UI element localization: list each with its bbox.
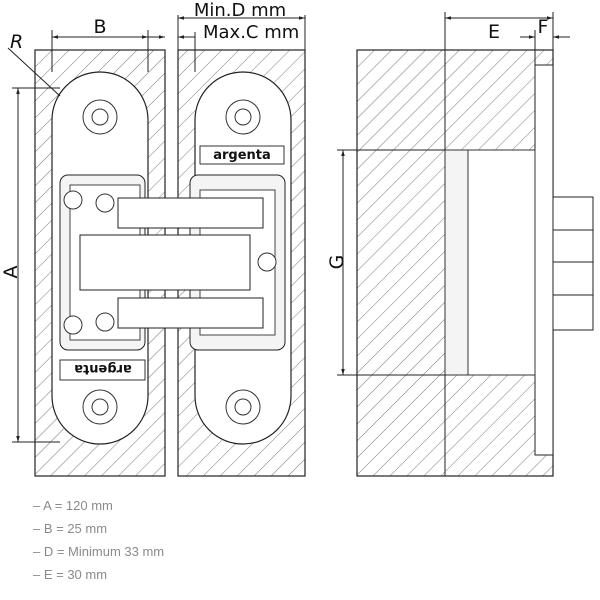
dim-label-b: B xyxy=(93,16,106,38)
dim-label-g: G xyxy=(326,255,348,270)
dim-label-r: R xyxy=(10,31,23,53)
brand-logo-inverted: argenta xyxy=(74,361,132,376)
note-d: – D = Minimum 33 mm xyxy=(33,544,165,559)
brand-logo: argenta xyxy=(213,148,271,163)
dim-label-max-c: Max.C mm xyxy=(203,22,299,43)
dim-label-min-d: Min.D mm xyxy=(194,0,286,21)
hinge-arms xyxy=(79,197,264,329)
dimension-notes: – A = 120 mm – B = 25 mm – D = Minimum 3… xyxy=(33,494,164,586)
dim-label-f: F xyxy=(538,16,549,38)
dim-label-a: A xyxy=(0,266,22,279)
note-e: – E = 30 mm xyxy=(33,567,108,582)
dimension-lines xyxy=(7,12,570,443)
dim-label-e: E xyxy=(488,21,500,43)
note-a: – A = 120 mm xyxy=(33,498,113,513)
side-view xyxy=(356,49,594,477)
note-b: – B = 25 mm xyxy=(33,521,108,536)
